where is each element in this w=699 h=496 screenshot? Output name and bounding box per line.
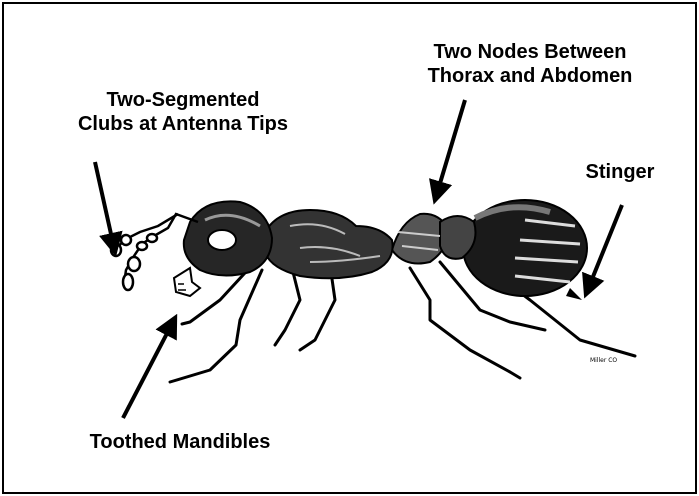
- ant-abdomen: [463, 200, 587, 296]
- label-mandibles: Toothed Mandibles: [60, 430, 300, 454]
- label-stinger: Stinger: [570, 160, 670, 184]
- label-nodes: Two Nodes Between Thorax and Abdomen: [380, 40, 680, 88]
- label-nodes-line2: Thorax and Abdomen: [380, 64, 680, 88]
- label-nodes-line1: Two Nodes Between: [380, 40, 680, 64]
- ant-head: [184, 201, 272, 275]
- label-antenna-clubs-line1: Two-Segmented: [58, 88, 308, 112]
- ant-stinger: [566, 288, 582, 300]
- artist-signature: Miller CO: [590, 357, 617, 364]
- label-antenna-clubs: Two-Segmented Clubs at Antenna Tips: [58, 88, 308, 136]
- arrow-stinger: [586, 205, 622, 294]
- ant-nodes: [392, 214, 476, 264]
- arrow-mandibles: [123, 318, 175, 418]
- ant-mandibles: [174, 268, 200, 296]
- arrow-nodes: [435, 100, 465, 200]
- arrow-antenna-clubs: [95, 162, 115, 252]
- ant-thorax: [265, 210, 393, 278]
- label-antenna-clubs-line2: Clubs at Antenna Tips: [58, 112, 308, 136]
